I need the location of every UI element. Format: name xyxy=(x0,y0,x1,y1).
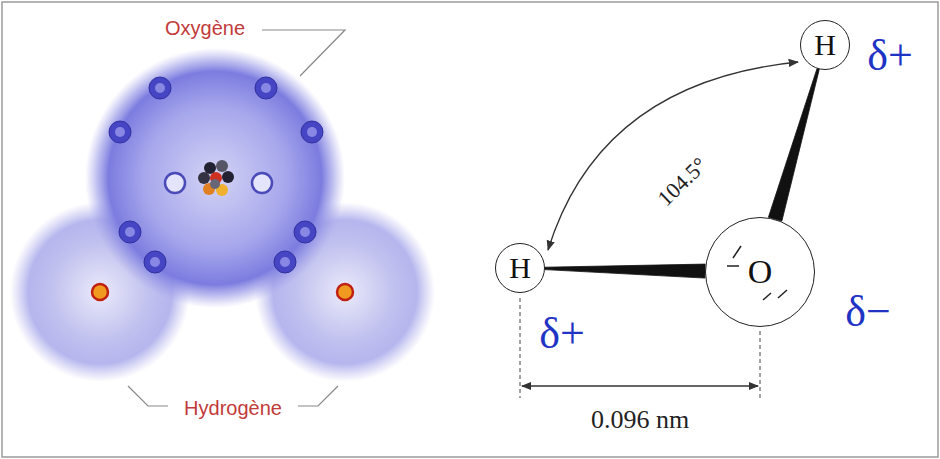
electron xyxy=(301,121,323,143)
atom-symbol: H xyxy=(814,30,836,60)
electron-core xyxy=(155,83,165,93)
hydrogen-atom: H xyxy=(495,243,545,293)
dimension-value: 0.096 nm xyxy=(589,406,691,433)
electron xyxy=(119,221,141,243)
electron-core xyxy=(150,257,160,267)
inner-electron xyxy=(165,173,185,193)
part-name: Hydrogène xyxy=(182,398,284,419)
hydrogen-atom: H xyxy=(800,20,850,70)
partial-charge: δ− xyxy=(843,289,893,335)
inner-electron xyxy=(252,173,272,193)
hydrogen-nucleus xyxy=(92,284,108,300)
angle-value: 104.5° xyxy=(652,152,713,212)
oxygen-cloud xyxy=(85,48,345,308)
dimension-extension xyxy=(520,298,521,398)
covalent-bond xyxy=(768,69,819,221)
nucleon xyxy=(216,160,228,172)
atom-symbol: H xyxy=(509,253,531,283)
lone-pair-mark xyxy=(733,246,741,258)
nucleon xyxy=(204,162,216,174)
oxygen-atom: O xyxy=(705,217,815,327)
leader-line xyxy=(128,386,168,406)
electron-core xyxy=(125,227,135,237)
leader-line xyxy=(262,30,345,76)
lone-pair-mark xyxy=(778,290,787,298)
nucleon xyxy=(210,179,220,189)
part-name: Oxygène xyxy=(163,18,247,39)
dimension-extension xyxy=(760,331,761,398)
nucleon xyxy=(198,172,210,184)
dimension-line xyxy=(522,385,758,386)
covalent-bond xyxy=(545,264,705,278)
electron-core xyxy=(261,83,271,93)
partial-charge: δ+ xyxy=(865,33,915,79)
lone-pair-mark xyxy=(727,265,739,267)
hydrogen-nucleus xyxy=(337,284,353,300)
electron xyxy=(144,251,166,273)
angle-arc xyxy=(548,62,798,250)
oxygen-nucleus xyxy=(198,160,234,196)
electron-core xyxy=(300,227,310,237)
electron xyxy=(294,221,316,243)
electron xyxy=(149,77,171,99)
electron-core xyxy=(115,127,125,137)
electron-core xyxy=(307,127,317,137)
partial-charge: δ+ xyxy=(537,311,587,357)
atom-symbol: O xyxy=(748,255,773,289)
electron xyxy=(274,251,296,273)
lone-pair-mark xyxy=(763,293,771,300)
leader-line xyxy=(298,386,338,406)
electron xyxy=(255,77,277,99)
nucleon xyxy=(222,171,234,183)
electron xyxy=(109,121,131,143)
electron-core xyxy=(280,257,290,267)
